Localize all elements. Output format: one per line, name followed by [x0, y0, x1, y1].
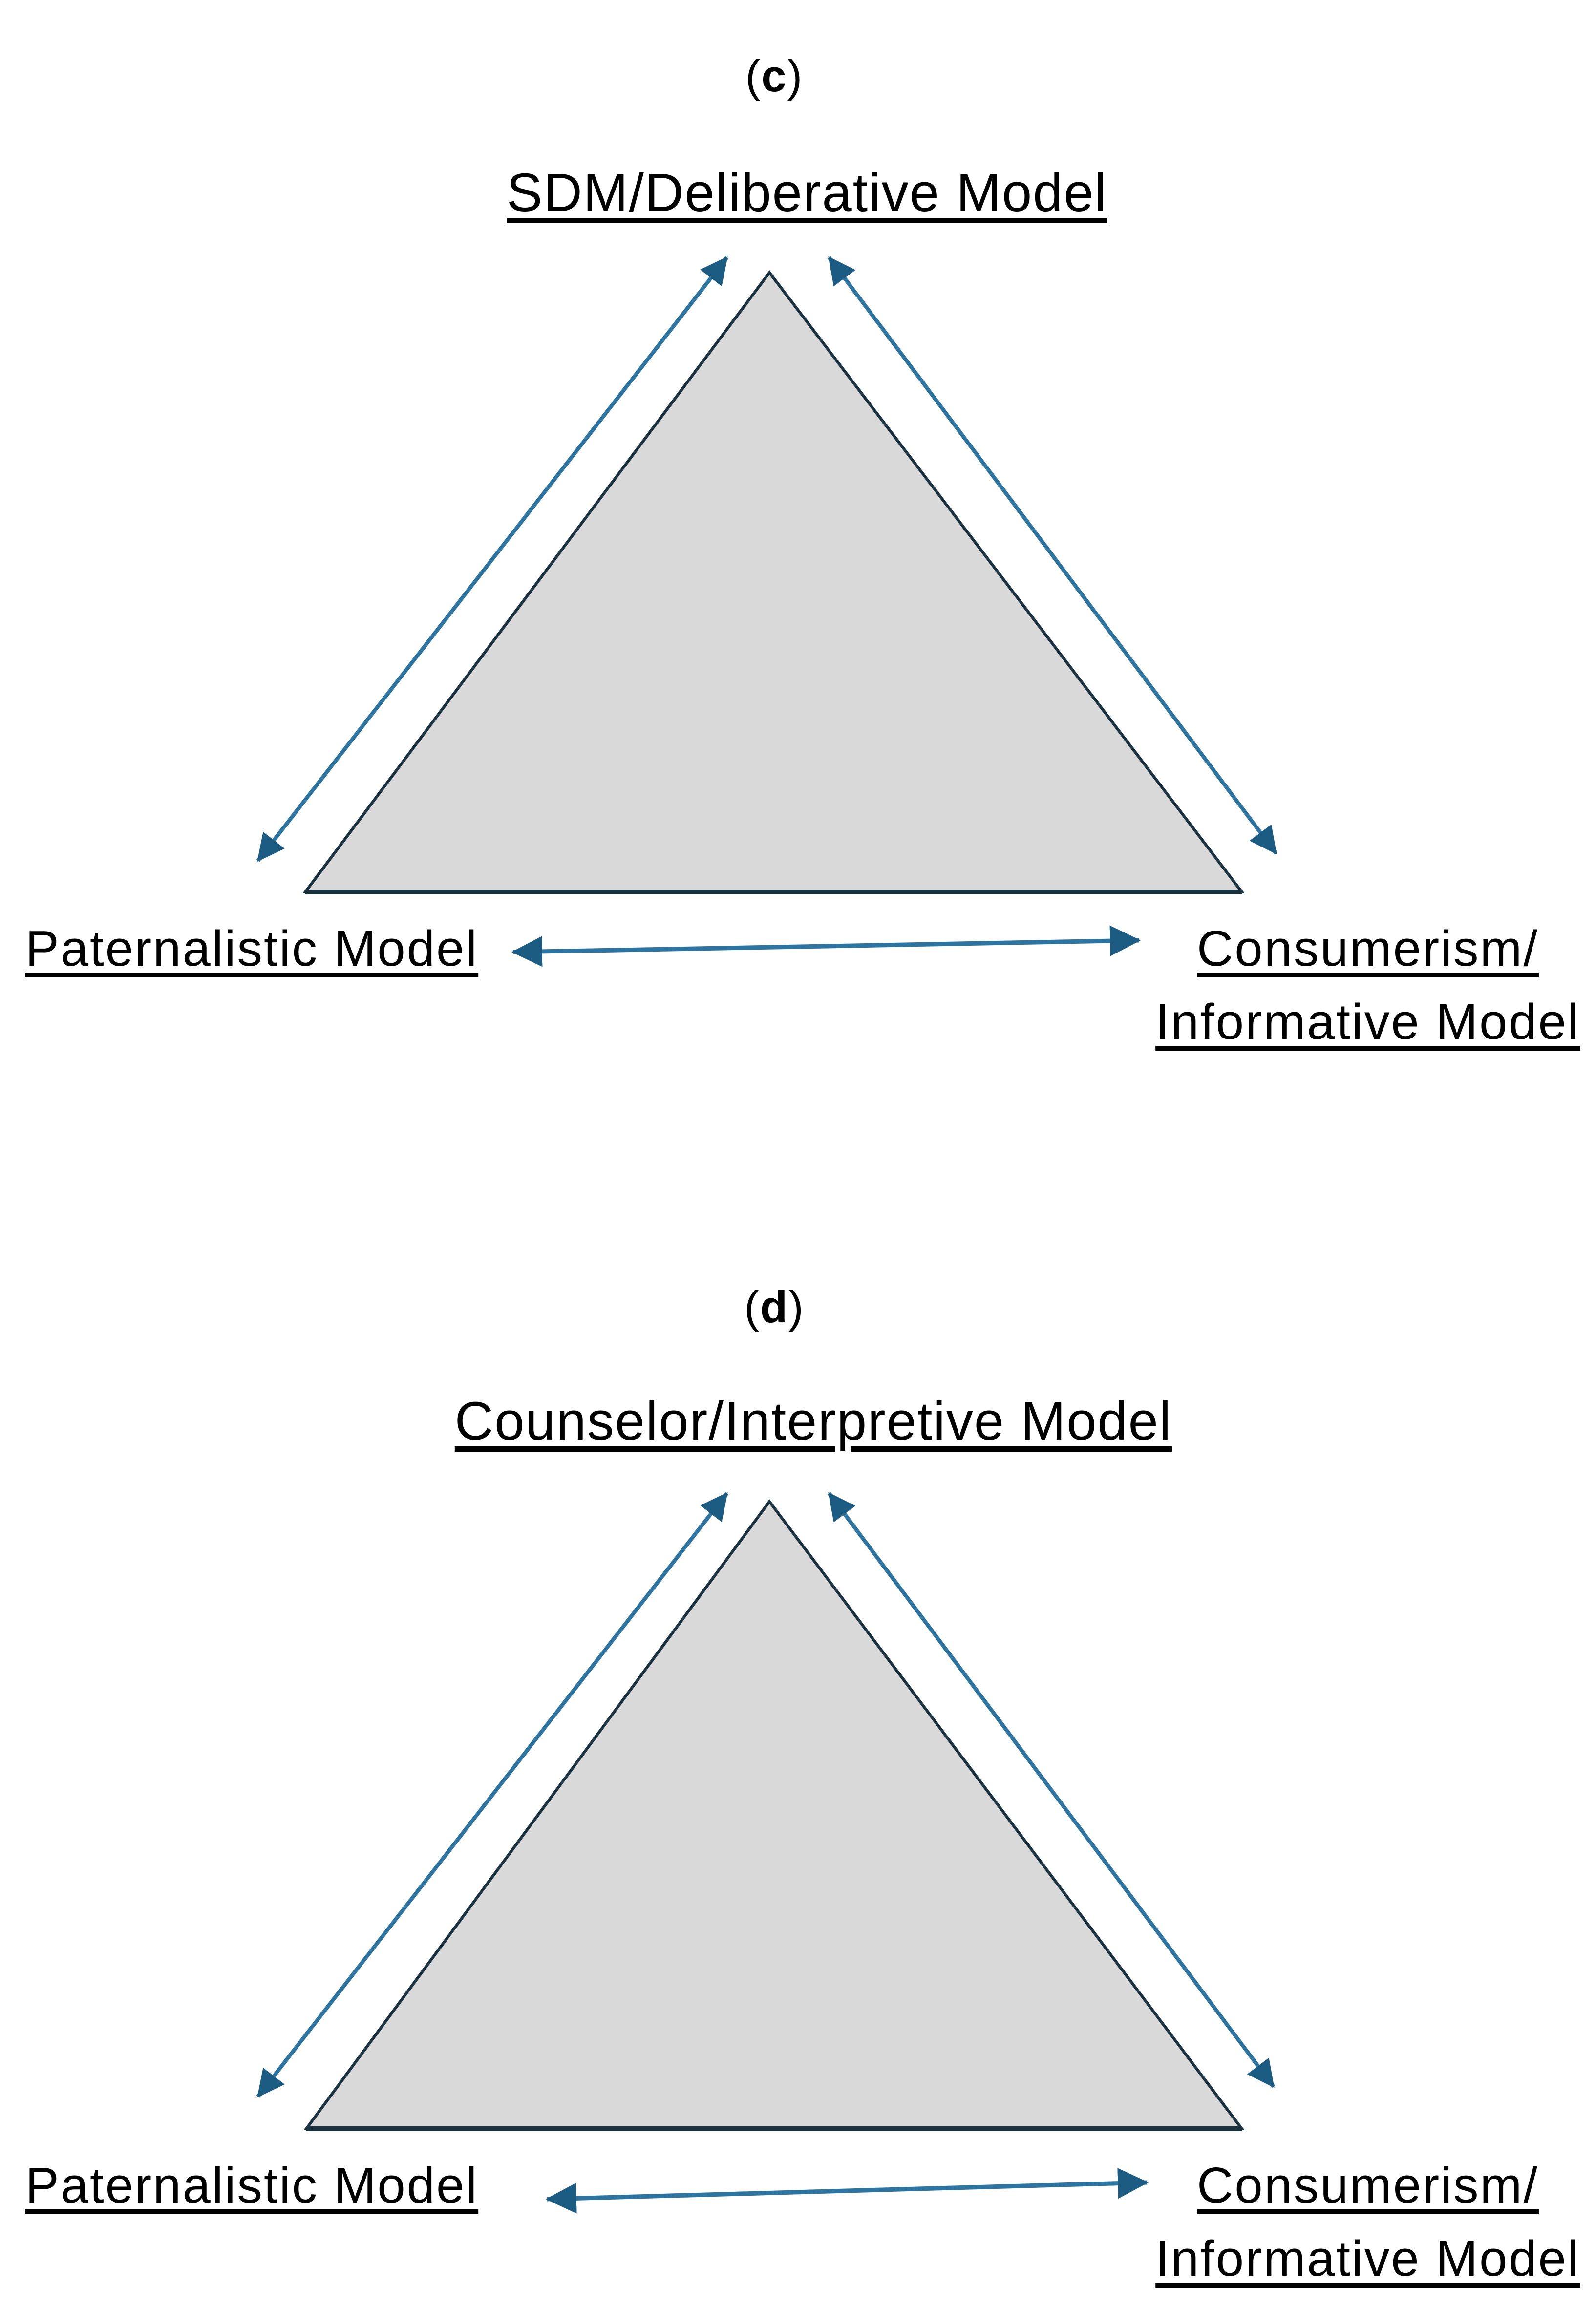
panel-d-bottom-left-label: Paternalistic Model: [25, 2160, 478, 2210]
panel-d-paternalistic-label: Paternalistic Model: [25, 2157, 479, 2213]
panel-d-shapes: [256, 1492, 1276, 2214]
panel-d-bottom-right-label: Consumerism/ Informative Model: [1155, 2160, 1580, 2284]
panel-c-consumerism-line1: Consumerism/: [1197, 920, 1539, 976]
triangle-c: [302, 270, 1245, 893]
panel-d-label-letter: d: [760, 1282, 789, 1332]
double-arrow-c-bottom: [511, 925, 1141, 967]
panel-c-label-open-paren: (: [745, 51, 762, 101]
panel-c-title: SDM/Deliberative Model: [507, 163, 1107, 223]
panel-c-label: (c): [745, 54, 803, 99]
panel-c-label-close-paren: ): [787, 51, 804, 101]
double-arrow-d-bottom: [545, 2168, 1149, 2214]
panel-c-shapes: [256, 256, 1278, 967]
panel-c-consumerism-line2: Informative Model: [1155, 994, 1580, 1050]
panel-d-label-close-paren: ): [788, 1282, 805, 1332]
panel-d-consumerism-line1: Consumerism/: [1197, 2157, 1539, 2213]
panel-d-label-open-paren: (: [744, 1282, 760, 1332]
panel-c-paternalistic-label: Paternalistic Model: [25, 920, 479, 976]
panel-d-consumerism-line2: Informative Model: [1155, 2230, 1580, 2287]
double-arrow-c-right-edge: [827, 256, 1278, 855]
panel-c-label-letter: c: [761, 51, 787, 101]
double-arrow-c-left-edge: [256, 256, 729, 862]
panel-d-label: (d): [744, 1285, 804, 1330]
panel-c-bottom-left-label: Paternalistic Model: [25, 923, 478, 974]
panel-d-title: Counselor/Interpretive Model: [454, 1391, 1172, 1451]
panel-c-bottom-right-label: Consumerism/ Informative Model: [1155, 923, 1580, 1047]
triangle-d: [303, 1499, 1245, 2130]
double-arrow-d-left-edge: [256, 1492, 729, 2098]
double-arrow-d-right-edge: [827, 1492, 1276, 2088]
